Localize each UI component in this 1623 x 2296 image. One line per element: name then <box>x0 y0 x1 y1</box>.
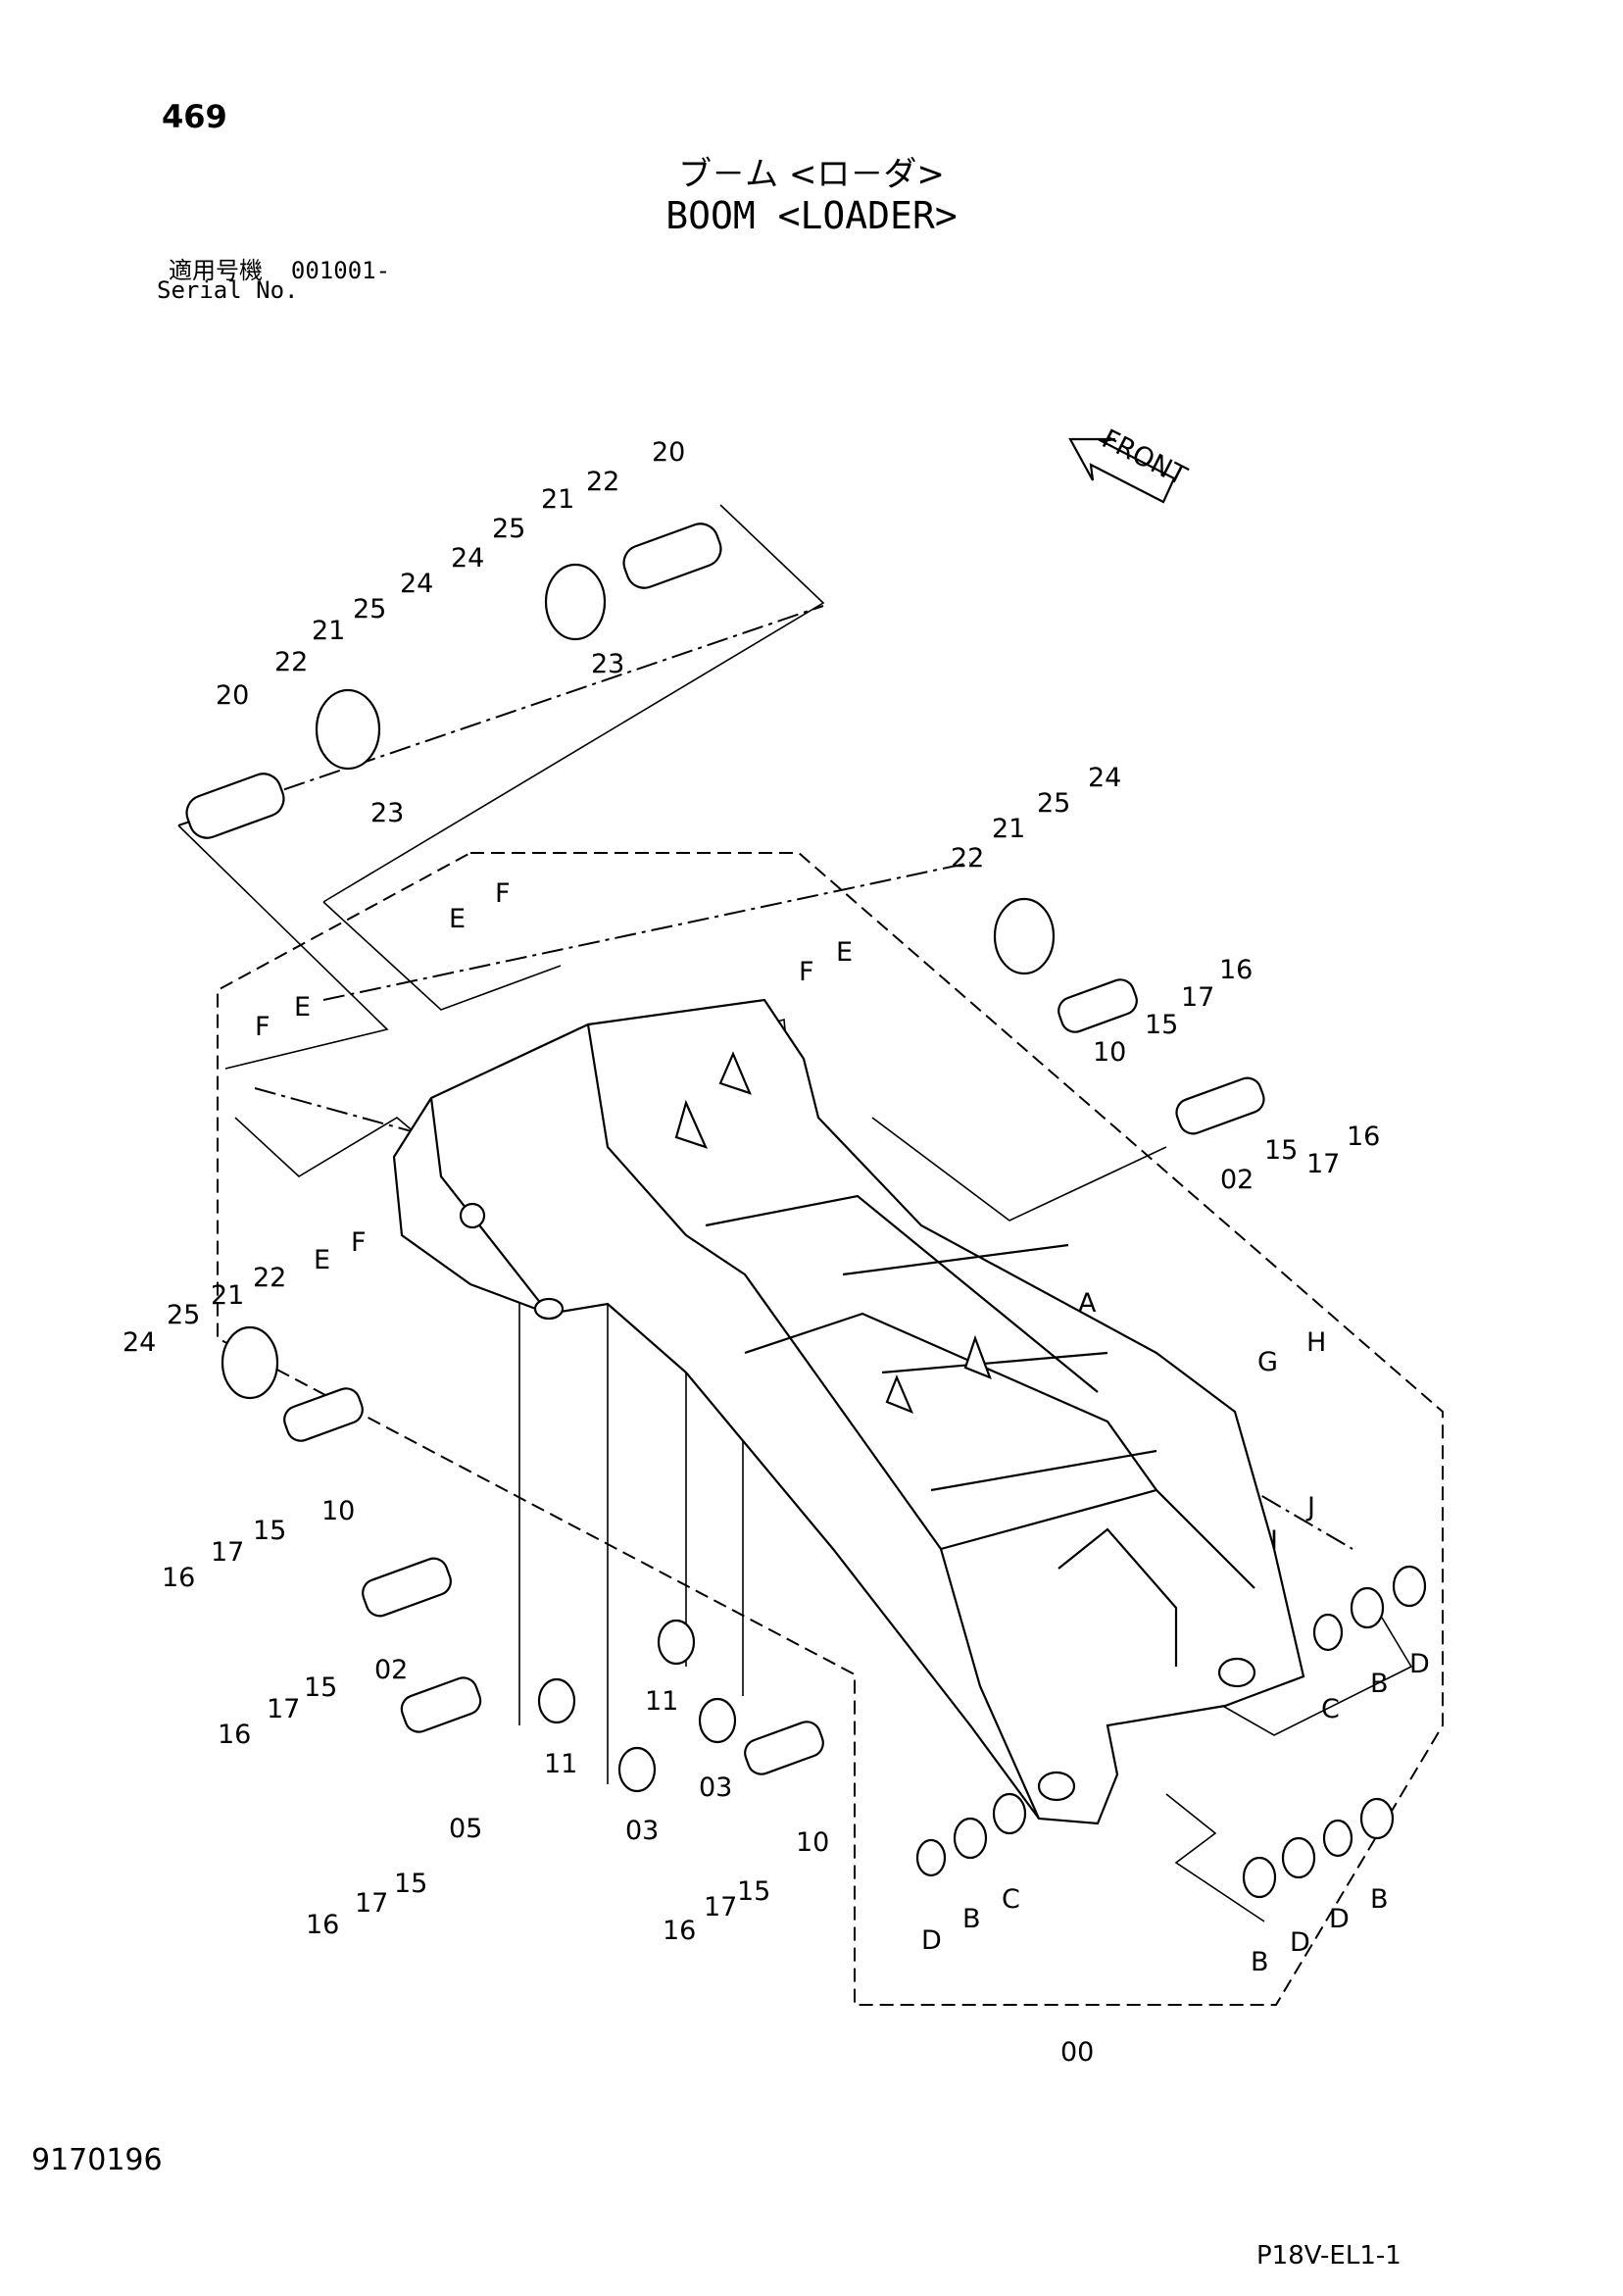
pin-parts <box>185 523 1427 1899</box>
callout: C <box>1321 1694 1340 1724</box>
callout: C <box>1002 1884 1020 1915</box>
boom-body <box>392 998 1305 1825</box>
callout: E <box>314 1245 330 1275</box>
callout: 25 <box>353 594 386 624</box>
callout: 20 <box>216 680 249 711</box>
title-english: BOOM <LOADER> <box>665 194 958 237</box>
callout: 15 <box>1264 1135 1298 1166</box>
callout: 22 <box>586 467 619 497</box>
assembly-outline <box>217 852 1444 2006</box>
callout: F <box>799 957 814 987</box>
callout: B <box>1370 1669 1389 1699</box>
front-arrow-label: FRONT <box>1097 424 1192 492</box>
callout: 02 <box>374 1655 408 1685</box>
callout: 17 <box>267 1694 300 1724</box>
callout: D <box>1290 1927 1310 1958</box>
callout: 10 <box>321 1496 355 1526</box>
callout: 22 <box>274 647 308 677</box>
callout: 00 <box>1060 2037 1094 2068</box>
callout: 25 <box>1037 788 1070 819</box>
callout: B <box>962 1904 981 1934</box>
callout: 16 <box>162 1563 195 1593</box>
callout: 21 <box>211 1280 244 1311</box>
callout: D <box>1409 1649 1430 1679</box>
callout: 23 <box>370 798 404 828</box>
callout: 16 <box>663 1916 696 1946</box>
callout: 10 <box>1093 1037 1126 1068</box>
callout: 16 <box>306 1910 339 1940</box>
callout: 16 <box>1347 1122 1380 1152</box>
callout: 22 <box>253 1263 286 1293</box>
callout: 11 <box>645 1686 678 1717</box>
callout: 16 <box>218 1720 251 1750</box>
callout: 20 <box>652 437 685 468</box>
callout: B <box>1251 1947 1269 1977</box>
callout: 02 <box>1220 1165 1254 1195</box>
callout: 25 <box>167 1300 200 1330</box>
callout: E <box>836 937 853 968</box>
callout: 21 <box>541 484 574 515</box>
callout: 25 <box>492 514 525 544</box>
callout: D <box>1329 1904 1350 1934</box>
callout: 22 <box>951 843 984 873</box>
callout: 24 <box>400 569 433 599</box>
sheet-code: P18V-EL1-1 <box>1256 2241 1402 2271</box>
figure-number: 9170196 <box>31 2143 163 2177</box>
callout: 21 <box>312 616 345 646</box>
callout-labels: 20 22 21 25 24 23 20 22 21 25 24 23 24 2… <box>123 437 1430 2068</box>
callout: F <box>351 1227 367 1258</box>
title-japanese: ブ－ム <ロ－ダ> <box>678 155 945 194</box>
callout: 17 <box>355 1888 388 1919</box>
callout: 05 <box>449 1814 482 1844</box>
callout: 03 <box>625 1816 659 1846</box>
callout: F <box>495 878 511 909</box>
callout: H <box>1306 1327 1326 1358</box>
serial-label-japanese: 適用号機 001001- <box>169 257 391 284</box>
callout: 15 <box>253 1516 286 1546</box>
callout: 17 <box>211 1537 244 1568</box>
callout: I <box>1270 1525 1278 1556</box>
serial-label-english: Serial No. <box>157 276 299 304</box>
callout: 10 <box>796 1827 829 1858</box>
callout: F <box>255 1012 270 1042</box>
callout: 15 <box>304 1672 337 1703</box>
callout: 16 <box>1219 955 1253 985</box>
page-number: 469 <box>162 98 227 135</box>
callout: 17 <box>1181 982 1214 1013</box>
callout: 21 <box>992 814 1025 844</box>
callout: J <box>1305 1492 1315 1522</box>
callout: 17 <box>704 1892 737 1922</box>
callout: 24 <box>123 1327 156 1358</box>
callout: 24 <box>1088 763 1121 793</box>
callout: D <box>921 1925 942 1956</box>
callout: 15 <box>1145 1010 1178 1040</box>
callout: 15 <box>394 1869 427 1899</box>
callout: 17 <box>1306 1149 1340 1179</box>
callout: G <box>1257 1347 1278 1377</box>
callout: E <box>449 904 466 934</box>
callout: E <box>294 992 311 1023</box>
callout: 03 <box>699 1772 732 1803</box>
callout: A <box>1078 1288 1097 1319</box>
front-arrow-icon: FRONT <box>1068 424 1192 504</box>
callout: 15 <box>737 1876 770 1907</box>
callout: 24 <box>451 543 484 574</box>
callout: 23 <box>591 649 624 679</box>
callout: 11 <box>544 1749 577 1779</box>
callout: B <box>1370 1884 1389 1915</box>
